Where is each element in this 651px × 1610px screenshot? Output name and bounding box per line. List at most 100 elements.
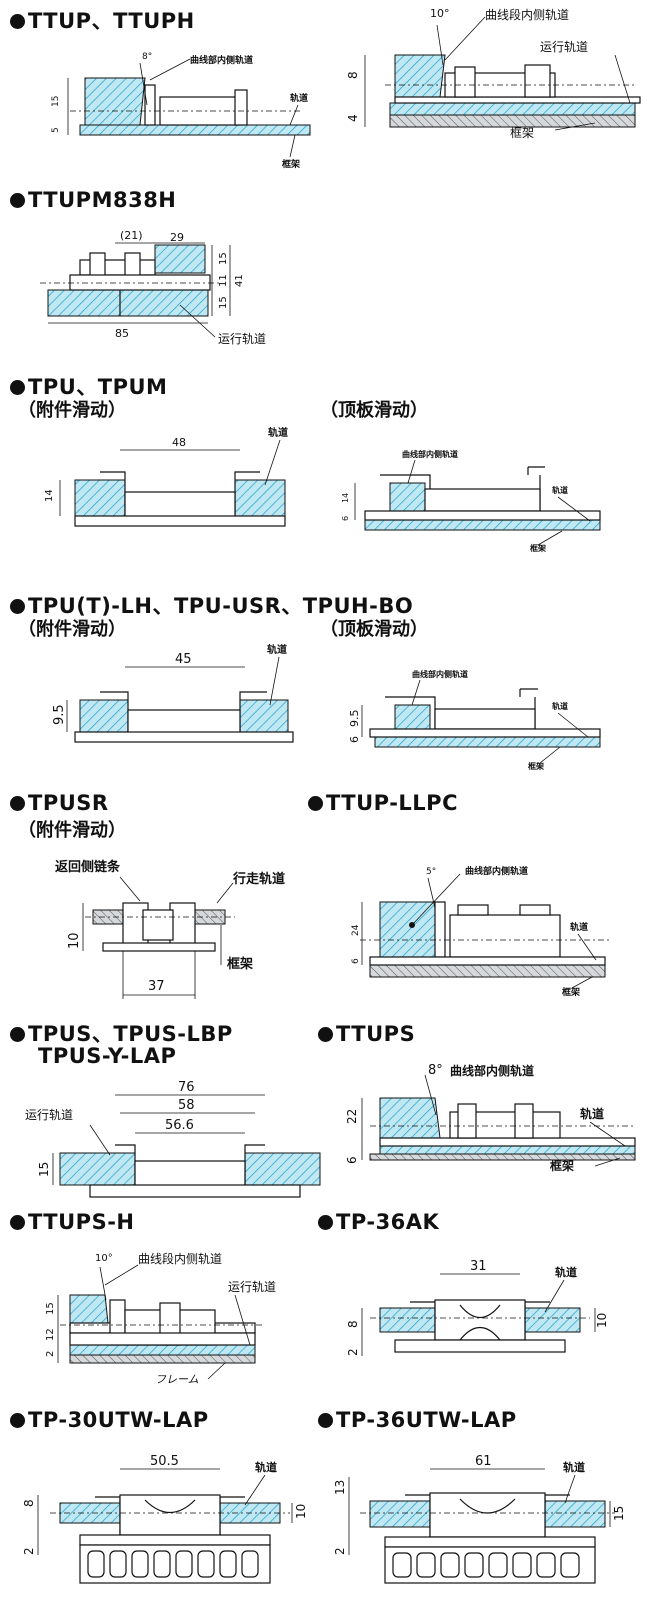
- bullet-dot-icon: [10, 14, 25, 29]
- svg-text:框架: 框架: [528, 761, 544, 771]
- subtitle-tpu-lh-right: （顶板滑动）: [320, 619, 428, 640]
- svg-text:轨道: 轨道: [555, 1265, 577, 1279]
- bullet-dot-icon: [10, 1027, 25, 1042]
- diagram-tpus: 76 58 56.6 运行轨道 15: [25, 1080, 321, 1198]
- subtitle-tpu-lh-left: （附件滑动）: [18, 619, 126, 640]
- bullet-dot-icon: [318, 1413, 333, 1428]
- diagram-ttup: 8° 曲线部内侧轨道 15 5 轨道 框架: [51, 52, 311, 170]
- svg-text:曲线部内侧轨道: 曲线部内侧轨道: [412, 669, 468, 679]
- title-ttup: TTUP、TTUPH: [10, 5, 195, 35]
- frame-shape: [389, 114, 636, 128]
- svg-text:8: 8: [346, 71, 360, 79]
- svg-text:9.5: 9.5: [348, 710, 361, 728]
- bullet-dot-icon: [10, 193, 25, 208]
- svg-text:6: 6: [341, 516, 350, 521]
- svg-text:11: 11: [218, 274, 229, 287]
- svg-text:56.6: 56.6: [165, 1118, 194, 1133]
- svg-text:2: 2: [333, 1547, 347, 1555]
- svg-text:15: 15: [37, 1162, 51, 1177]
- title-tpusr: TPUSR: [10, 791, 109, 815]
- svg-text:返回侧链条: 返回侧链条: [55, 859, 121, 875]
- svg-text:框架: 框架: [227, 956, 253, 972]
- svg-text:10: 10: [294, 1504, 308, 1519]
- svg-text:6: 6: [348, 736, 361, 743]
- svg-text:76: 76: [178, 1080, 195, 1095]
- svg-text:曲线段内侧轨道: 曲线段内侧轨道: [485, 7, 569, 22]
- svg-text:37: 37: [148, 979, 165, 994]
- svg-text:10: 10: [67, 932, 82, 949]
- svg-text:轨道: 轨道: [268, 426, 288, 439]
- svg-text:8°: 8°: [428, 1063, 443, 1078]
- bullet-dot-icon: [308, 796, 323, 811]
- svg-text:12: 12: [45, 1328, 56, 1341]
- svg-text:轨道: 轨道: [267, 643, 287, 656]
- svg-text:22: 22: [345, 1109, 359, 1124]
- svg-text:(21): (21): [120, 229, 143, 242]
- svg-text:15: 15: [218, 296, 229, 309]
- svg-text:29: 29: [170, 231, 184, 244]
- title-tpus-2: TPUS-Y-LAP: [38, 1044, 177, 1068]
- svg-text:85: 85: [115, 327, 129, 340]
- svg-text:フレーム: フレーム: [155, 1373, 199, 1386]
- svg-text:14: 14: [341, 493, 350, 503]
- chain-links: [392, 1552, 580, 1578]
- run-rail-shape: [47, 289, 209, 317]
- svg-text:曲线部内侧轨道: 曲线部内侧轨道: [450, 1063, 534, 1078]
- svg-text:轨道: 轨道: [290, 92, 308, 104]
- rail-shape: [79, 124, 311, 136]
- title-ttups-h: TTUPS-H: [10, 1210, 135, 1234]
- subtitle-tpusr: （附件滑动）: [18, 820, 126, 841]
- svg-text:框架: 框架: [562, 986, 580, 998]
- svg-text:14: 14: [44, 489, 55, 502]
- curve-rail-shape: [84, 77, 146, 126]
- bullet-dot-icon: [10, 599, 25, 614]
- subtitle-tpu-right: （顶板滑动）: [320, 400, 428, 421]
- svg-text:曲线部内侧轨道: 曲线部内侧轨道: [190, 54, 253, 66]
- svg-text:8°: 8°: [142, 52, 152, 62]
- svg-text:轨道: 轨道: [552, 701, 568, 711]
- svg-text:运行轨道: 运行轨道: [228, 1280, 276, 1294]
- diagram-ttup-llpc: 5° 曲线部内侧轨道 轨道 框架 24 6: [351, 865, 610, 998]
- svg-text:运行轨道: 运行轨道: [540, 40, 588, 54]
- svg-text:5°: 5°: [426, 867, 436, 877]
- svg-text:框架: 框架: [530, 543, 546, 553]
- subtitle-tpu-left: （附件滑动）: [18, 400, 126, 421]
- diagram-ttupm838h: (21) 29 85 15 11 15 41 运行轨道: [40, 229, 266, 346]
- diagram-tpu-lh-right: 曲线部内侧轨道 轨道 框架 9.5 6: [348, 669, 601, 771]
- title-ttups: TTUPS: [318, 1022, 415, 1046]
- bullet-dot-icon: [10, 796, 25, 811]
- svg-text:框架: 框架: [282, 158, 300, 170]
- chain-links: [87, 1550, 259, 1578]
- svg-text:61: 61: [475, 1454, 492, 1469]
- svg-text:9.5: 9.5: [52, 704, 67, 725]
- svg-text:58: 58: [178, 1098, 195, 1113]
- svg-text:2: 2: [45, 1351, 56, 1357]
- svg-text:行走轨道: 行走轨道: [232, 871, 285, 887]
- svg-text:13: 13: [333, 1480, 347, 1495]
- title-tpus: TPUS、TPUS-LBP: [10, 1018, 233, 1048]
- svg-text:15: 15: [45, 1302, 56, 1315]
- title-tp-36utw: TP-36UTW-LAP: [318, 1408, 517, 1432]
- diagram-ttups-h: 10° 曲线段内侧轨道 运行轨道 フレーム 15 12 2: [45, 1251, 276, 1386]
- title-ttup-llpc: TTUP-LLPC: [308, 791, 458, 815]
- diagram-tp-30utw-lap: 50.5 轨道 8 2 10: [22, 1454, 308, 1584]
- svg-text:10: 10: [595, 1313, 609, 1328]
- title-tpu-lh: TPU(T)-LH、TPU-USR、TPUH-BO: [10, 590, 413, 620]
- svg-text:6: 6: [351, 958, 361, 964]
- svg-text:框架: 框架: [550, 1158, 574, 1173]
- diagram-tp-36utw-lap: 61 轨道 13 2 15: [333, 1454, 626, 1584]
- bullet-dot-icon: [318, 1027, 333, 1042]
- diagram-tp-36ak: 31 轨道 8 2 10: [346, 1259, 609, 1356]
- title-ttupm838h: TTUPM838H: [10, 188, 176, 212]
- title-tp-36ak: TP-36AK: [318, 1210, 439, 1234]
- svg-text:轨道: 轨道: [580, 1106, 604, 1121]
- svg-text:31: 31: [470, 1259, 487, 1274]
- bullet-dot-icon: [318, 1215, 333, 1230]
- svg-text:轨道: 轨道: [563, 1460, 585, 1474]
- diagram-tpusr: 返回侧链条 行走轨道 10 37 框架: [55, 859, 285, 999]
- svg-text:曲线段内侧轨道: 曲线段内侧轨道: [138, 1251, 222, 1266]
- svg-text:15: 15: [51, 96, 61, 107]
- bullet-dot-icon: [10, 1215, 25, 1230]
- diagram-tpu-lh-left: 45 9.5 轨道: [52, 643, 294, 743]
- svg-text:24: 24: [351, 924, 361, 936]
